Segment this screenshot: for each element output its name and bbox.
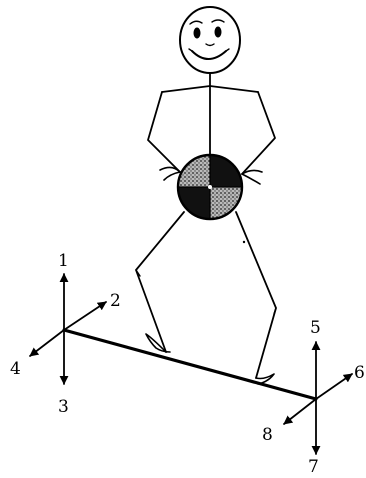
left-eye (193, 27, 201, 39)
label-3: 3 (58, 397, 69, 417)
quadrant-ball (176, 153, 244, 221)
nose (205, 43, 215, 47)
arrow-6-diagonal-up (315, 373, 353, 400)
smile (191, 50, 227, 60)
ball-quadrant-top-left (178, 155, 210, 187)
right-leg (235, 211, 277, 379)
label-4: 4 (10, 359, 21, 379)
head (179, 6, 241, 74)
arrow-labels: 1 2 3 4 5 6 7 8 (10, 251, 365, 477)
label-5: 5 (310, 318, 321, 338)
right-end-arrows (283, 341, 353, 455)
left-eyebrow (189, 20, 203, 25)
left-end-arrows (29, 273, 107, 385)
label-6: 6 (354, 363, 365, 383)
shoulder-line (161, 85, 259, 93)
arrow-8-diagonal-down (283, 398, 317, 425)
label-7: 7 (308, 457, 319, 477)
label-8: 8 (262, 425, 273, 445)
left-leg (135, 211, 185, 353)
arms (147, 85, 276, 185)
balance-board (62, 328, 318, 401)
right-arm (241, 91, 276, 175)
ball-quadrant-top-right (210, 155, 242, 187)
arrow-4-diagonal-down (29, 329, 65, 357)
right-eyebrow (211, 19, 225, 23)
legs (135, 211, 277, 385)
left-hand (159, 166, 181, 181)
ball-quadrant-bottom-right (210, 187, 242, 219)
left-foot (145, 333, 171, 353)
head-outline (179, 6, 241, 74)
ball-quadrant-bottom-left (178, 187, 210, 219)
label-1: 1 (58, 251, 69, 271)
right-eye (214, 26, 222, 38)
right-hand (241, 169, 263, 185)
arrow-2-diagonal-up (63, 301, 107, 331)
label-2: 2 (110, 291, 121, 311)
right-foot (255, 373, 275, 385)
left-arm (147, 91, 181, 173)
